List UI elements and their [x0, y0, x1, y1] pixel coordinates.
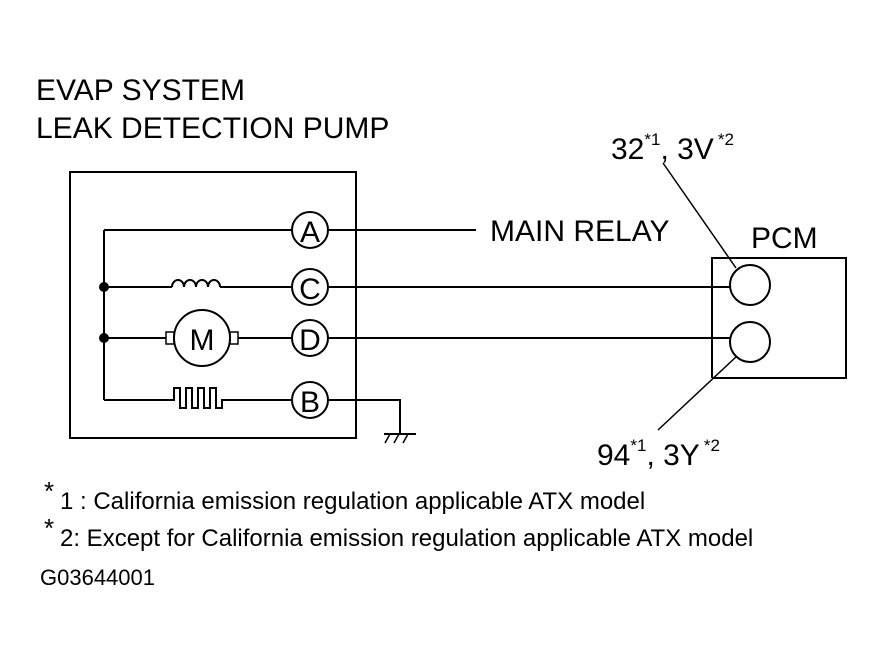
pcm-box [711, 257, 847, 379]
pin-upper-callout: 32*1, 3V*2 [611, 130, 734, 166]
pcm-label: PCM [751, 222, 818, 255]
footnote-1-mark: * [44, 476, 54, 506]
heater-icon [170, 387, 228, 409]
footnote-1-text: 1 : California emission regulation appli… [60, 488, 645, 515]
terminal-b-label: B [300, 386, 320, 419]
motor-right-brush [229, 331, 239, 345]
title-line-1: EVAP SYSTEM [36, 74, 245, 107]
pin-lower-callout: 94*1, 3Y*2 [597, 436, 720, 472]
terminal-d-label: D [299, 324, 321, 357]
terminal-c-label: C [299, 273, 321, 306]
callout-leader-upper [662, 162, 737, 269]
motor-left-brush [165, 331, 175, 345]
wire-b-to-ground [328, 399, 401, 434]
figure-code: G03644001 [40, 565, 155, 590]
pump-housing-box [69, 171, 357, 439]
terminal-a-label: A [300, 216, 320, 249]
title-line-2: LEAK DETECTION PUMP [36, 112, 389, 145]
pcm-pin-upper [729, 264, 771, 306]
footnote-2-text: 2: Except for California emission regula… [60, 525, 753, 552]
pcm-pin-lower [729, 321, 771, 363]
ground-icon [384, 433, 416, 444]
main-relay-label: MAIN RELAY [490, 215, 670, 248]
coil-icon [171, 279, 221, 288]
footnote-2-mark: * [44, 513, 54, 543]
motor-label: M [190, 324, 215, 357]
callout-leader-lower [657, 355, 738, 431]
